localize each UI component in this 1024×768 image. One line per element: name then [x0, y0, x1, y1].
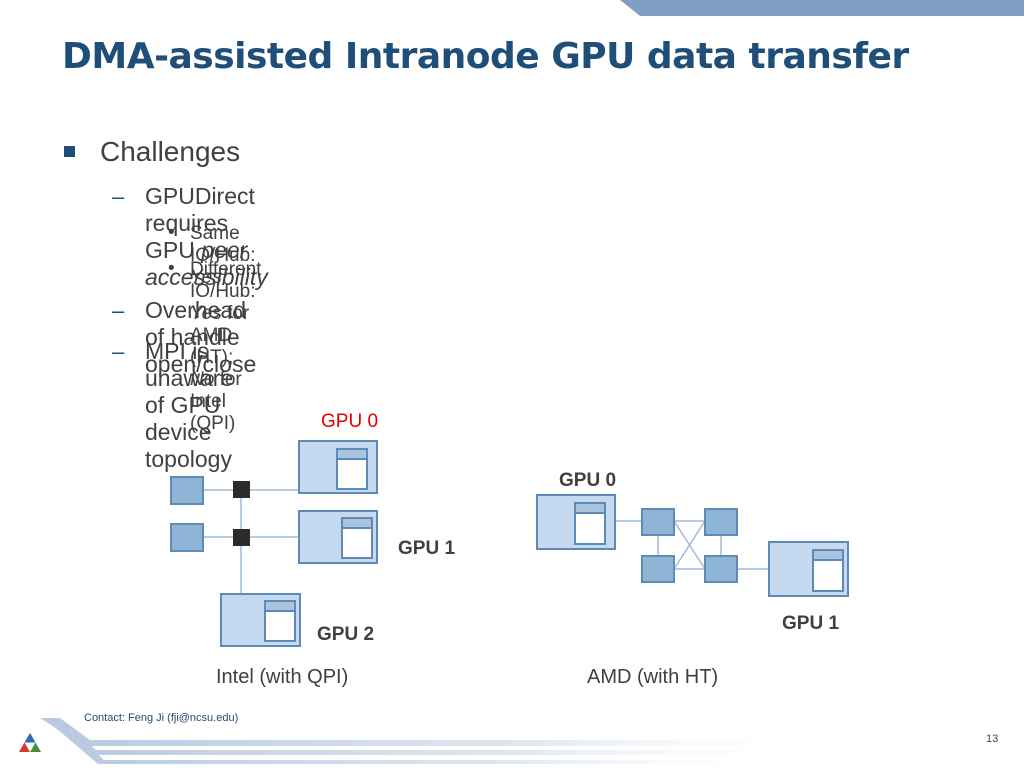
footer-swoosh — [40, 718, 840, 764]
contact-info: Contact: Feng Ji (fji@ncsu.edu) — [84, 712, 239, 724]
intel-gpu0-label: GPU 0 — [321, 411, 378, 432]
intel-hub-chip — [233, 529, 250, 546]
intel-gpu1-card — [298, 510, 378, 564]
dash-bullet-icon: – — [112, 298, 125, 323]
amd-cpu-node — [704, 508, 738, 536]
top-accent-bar — [620, 0, 1024, 16]
slide-title: DMA-assisted Intranode GPU data transfer — [62, 36, 909, 77]
amd-cpu-node — [641, 508, 675, 536]
amd-gpu1-card — [768, 541, 849, 597]
intel-gpu2-label: GPU 2 — [317, 624, 374, 645]
intel-cpu-node — [170, 523, 204, 552]
gpudirect-text: GPUDirect requires GPU — [145, 183, 255, 263]
page-number: 13 — [986, 733, 999, 745]
dot-bullet-icon: • — [168, 222, 175, 243]
diff-hub-suffix: for Intel (QPI) — [190, 369, 242, 434]
diff-hub-yes: Yes — [190, 303, 222, 324]
diff-hub-text: Different IO/Hub: — [190, 259, 262, 302]
intel-hub-chip — [233, 481, 250, 498]
gpudirect-emphasis: peer accessibility — [145, 237, 268, 290]
intel-topology — [203, 489, 299, 600]
dot-bullet-icon: • — [168, 258, 175, 279]
intel-cpu-node — [170, 476, 204, 505]
amd-link — [673, 520, 706, 570]
intel-caption: Intel (with QPI) — [216, 666, 349, 688]
amd-topology — [615, 520, 769, 570]
intel-gpu0-card — [298, 440, 378, 494]
dash-bullet-icon: – — [112, 184, 125, 209]
square-bullet-icon — [64, 146, 75, 157]
bullet-mpi: MPI is unaware of GPU device topology — [145, 338, 234, 472]
same-hub-emphasis: Yes — [190, 267, 222, 288]
bullet-overhead: Overhead of handle open/close — [145, 297, 257, 377]
amd-gpu1-label: GPU 1 — [782, 613, 839, 634]
same-hub-text: Same IO/Hub: — [190, 223, 256, 266]
intel-gpu1-label: GPU 1 — [398, 538, 455, 559]
tricolor-triangle-logo-icon — [19, 733, 41, 752]
diff-hub-no: No — [190, 369, 215, 390]
amd-nodes — [641, 508, 738, 583]
dash-bullet-icon: – — [112, 339, 125, 364]
amd-cpu-node — [704, 555, 738, 583]
amd-caption: AMD (with HT) — [587, 666, 719, 688]
bullet-challenges: Challenges — [100, 136, 241, 167]
bullet-same-hub: Same IO/Hub: Yes — [190, 223, 255, 289]
bullet-different-hub: Different IO/Hub: Yes for AMD (HT); No f… — [190, 259, 261, 435]
intel-gpu2-card — [220, 593, 301, 647]
diff-hub-mid: for AMD (HT); — [190, 303, 250, 368]
amd-gpu0-label: GPU 0 — [559, 470, 616, 491]
amd-cpu-node — [641, 555, 675, 583]
bullet-gpudirect: GPUDirect requires GPU peer accessibilit… — [145, 183, 268, 291]
intel-nodes — [170, 476, 250, 552]
amd-gpu0-card — [536, 494, 616, 550]
